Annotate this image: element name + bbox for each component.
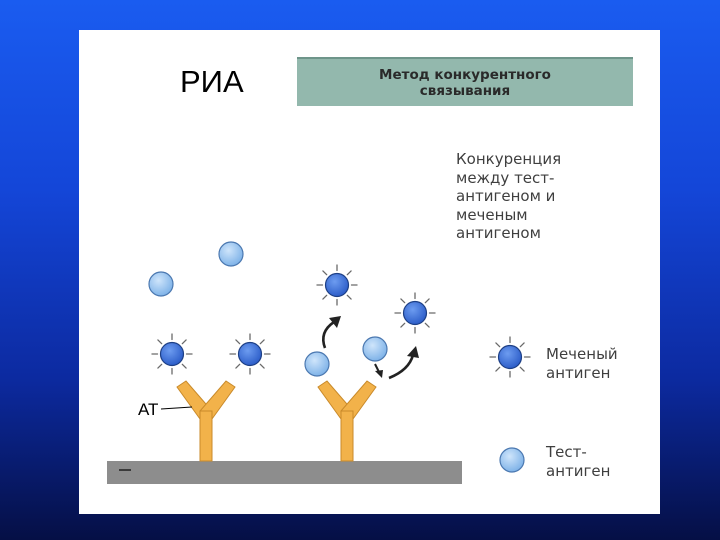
antibody-icon	[176, 380, 236, 462]
labeled-antigen-icon	[317, 265, 357, 305]
antibody-pointer	[160, 406, 193, 410]
competition-description: Конкуренция между тест- антигеном и мече…	[456, 150, 562, 242]
method-banner: Метод конкурентного связывания	[297, 57, 633, 106]
arrow-icon	[322, 316, 341, 349]
solid-phase-surface	[107, 461, 462, 484]
slide-canvas: РИА Метод конкурентного связывания Конку…	[79, 30, 660, 514]
legend-test-antigen-label: Тест- антиген	[546, 443, 611, 480]
test-antigen-icon	[218, 241, 244, 267]
labeled-antigen-icon	[152, 334, 192, 374]
method-title: Метод конкурентного связывания	[379, 66, 551, 99]
antibody-label: АТ	[138, 400, 159, 419]
labeled-antigen-icon	[230, 334, 270, 374]
ria-diagram	[107, 241, 660, 484]
test-antigen-icon	[499, 447, 525, 473]
test-antigen-icon	[148, 271, 174, 297]
labeled-antigen-icon	[490, 337, 530, 377]
slide-title: РИА	[180, 64, 244, 99]
arrow-icon	[374, 363, 383, 378]
legend-labeled-antigen-label: Меченый антиген	[546, 345, 618, 382]
labeled-antigen-icon	[395, 293, 435, 333]
test-antigen-icon	[304, 351, 330, 377]
antibody-icon	[317, 380, 377, 462]
arrow-icon	[388, 346, 419, 380]
test-antigen-icon	[362, 336, 388, 362]
